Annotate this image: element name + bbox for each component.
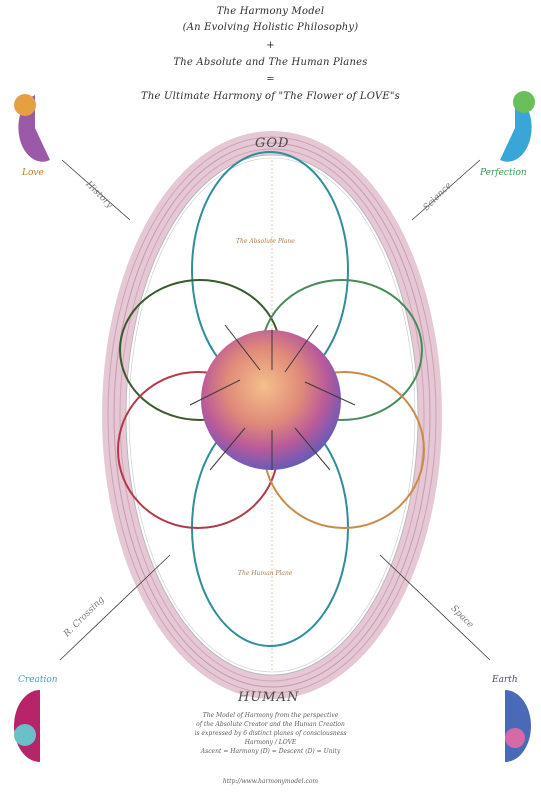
footer-line-4: Harmony / LOVE: [0, 739, 541, 747]
god-label: GOD: [255, 136, 289, 151]
corner-label-earth: Earth: [492, 675, 518, 685]
footer-line-6: http://www.harmonymodel.com: [0, 778, 541, 786]
human-plane-label: The Human Plane: [238, 570, 292, 577]
footer-line-3: is expressed by 6 distinct planes of con…: [0, 730, 541, 738]
corner-label-creation: Creation: [18, 675, 58, 685]
footer-line-5: Ascent = Harmony (D) = Descent (D) = Uni…: [0, 748, 541, 756]
corner-icon-top-left: [14, 94, 50, 162]
corner-label-love: Love: [22, 168, 44, 178]
corner-icon-top-right: [500, 91, 535, 162]
footer-line-2: of the Absolute Creator and the Human Cr…: [0, 721, 541, 729]
absolute-plane-label: The Absolute Plane: [236, 238, 295, 245]
corner-label-perfection: Perfection: [480, 168, 527, 178]
central-sphere: [201, 330, 341, 470]
footer-line-1: The Model of Harmony from the perspectiv…: [0, 712, 541, 720]
human-label: HUMAN: [238, 690, 299, 705]
